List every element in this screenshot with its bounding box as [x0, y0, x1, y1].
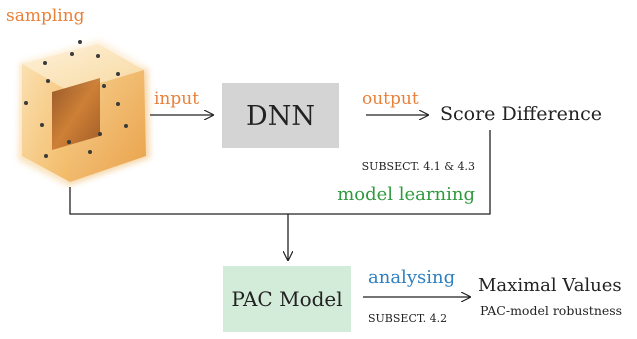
pac-model-box [223, 266, 351, 332]
subsect-bottom-label: SUBSECT. 4.2 [368, 312, 447, 325]
output-label: output [362, 89, 419, 109]
dnn-box [222, 83, 339, 148]
subsect-top-label: SUBSECT. 4.1 & 4.3 [362, 160, 475, 173]
sample-points [24, 40, 128, 158]
sample-cube [18, 40, 150, 186]
analysing-label: analysing [368, 267, 455, 288]
cube-cutout [52, 78, 100, 150]
sampling-label: sampling [6, 6, 85, 26]
input-label: input [154, 89, 199, 109]
maximal-values-label: Maximal Values [478, 275, 622, 296]
cube-feedback-line [69, 187, 288, 215]
pac-robustness-label: PAC-model robustness [480, 303, 622, 318]
model-learning-label: model learning [337, 184, 475, 205]
pac-model-label: PAC Model [231, 287, 342, 311]
score-difference-label: Score Difference [440, 103, 602, 125]
dnn-label: DNN [246, 101, 315, 132]
score-feedback-line [288, 130, 491, 215]
